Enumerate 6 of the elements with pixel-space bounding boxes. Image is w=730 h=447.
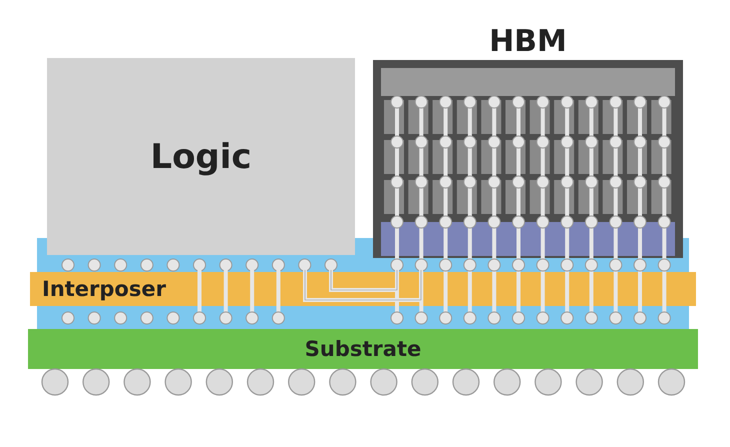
layer-label: Interposer <box>42 277 166 301</box>
logic-die <box>47 58 355 255</box>
heading: HBM <box>488 24 568 59</box>
layer-label: Substrate <box>304 337 422 361</box>
layer-label: Logic <box>150 136 252 176</box>
substrate-layer <box>28 329 698 369</box>
